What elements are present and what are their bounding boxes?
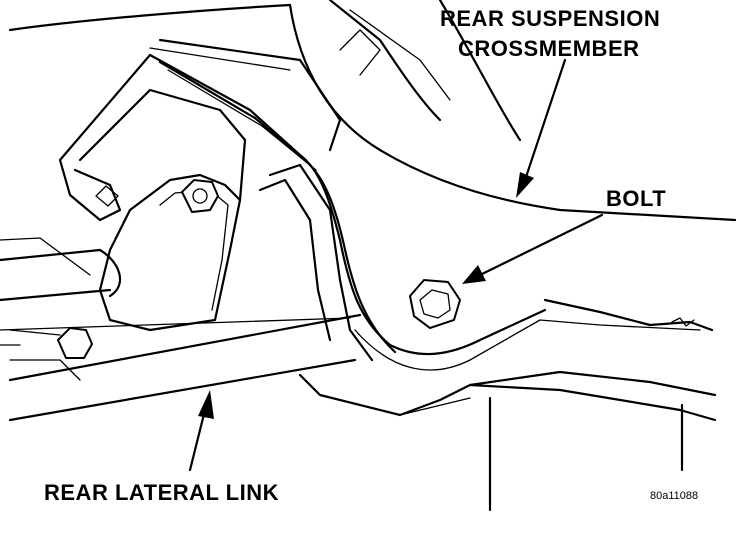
crossmember-label-line1: REAR SUSPENSION	[440, 6, 661, 31]
figure-id: 80a11088	[650, 490, 699, 502]
leader-arrows	[188, 58, 604, 472]
rear-lateral-link	[0, 313, 717, 512]
lower-left-bracket	[0, 326, 94, 381]
crossmember-label-line2: CROSSMEMBER	[458, 36, 640, 61]
mounting-bracket	[148, 53, 714, 371]
main-bolt	[408, 278, 462, 330]
bolt-label: BOLT	[606, 186, 667, 211]
stud-bolt	[95, 178, 220, 214]
crossmember	[288, 0, 736, 222]
rear-lateral-link-label: REAR LATERAL LINK	[44, 480, 280, 505]
bushing-bracket	[0, 53, 247, 332]
body-panel	[8, 3, 342, 152]
